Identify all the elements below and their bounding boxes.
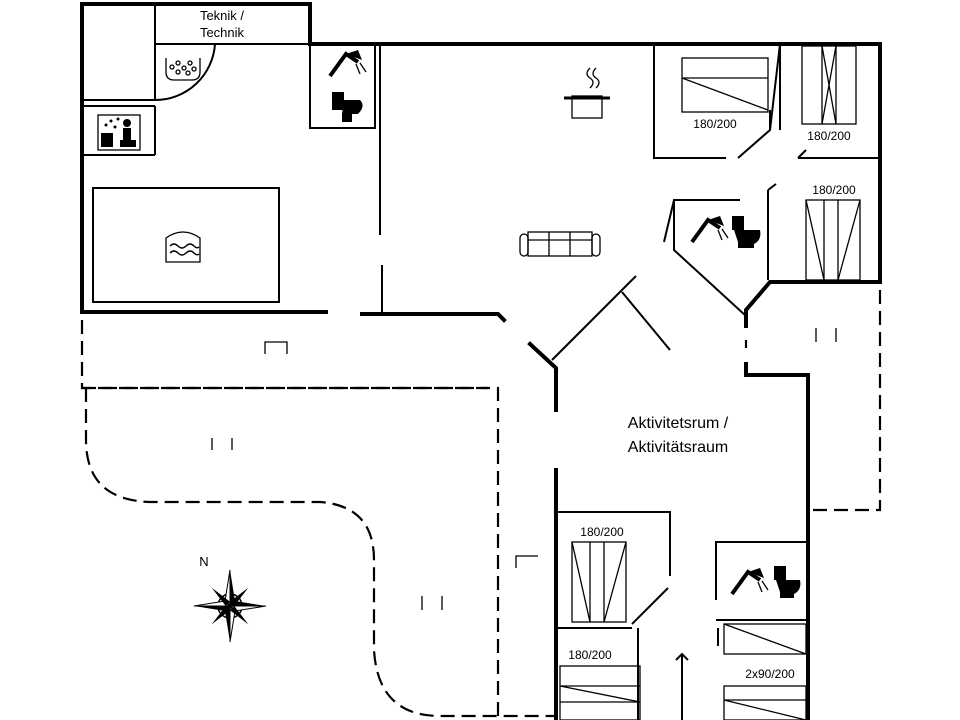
compass-north-label: N xyxy=(199,554,208,569)
jacuzzi-icon xyxy=(165,58,201,81)
bedroom-top-right: 180/200 xyxy=(779,44,880,159)
shower-icon xyxy=(328,50,367,78)
bedroom-lower-left: 180/200 xyxy=(555,628,689,720)
bed-size-label: 180/200 xyxy=(812,183,856,197)
toilet-icon xyxy=(332,92,363,122)
shower-icon xyxy=(690,216,729,244)
bathroom-top xyxy=(309,44,383,312)
sauna-icon xyxy=(97,114,141,151)
bed-size-label: 180/200 xyxy=(693,117,737,131)
bed-size-label: 180/200 xyxy=(580,525,624,539)
bed-size-label: 180/200 xyxy=(568,648,612,662)
toilet-icon xyxy=(732,216,761,248)
kitchen-pot-icon xyxy=(564,67,610,119)
compass-icon xyxy=(193,569,267,643)
room-label-technik: Technik xyxy=(200,25,245,40)
room-label-teknik: Teknik / xyxy=(200,8,244,23)
bathroom-right xyxy=(663,183,777,317)
bed-size-label: 180/200 xyxy=(807,129,851,143)
hall-doors xyxy=(551,275,671,361)
shower-icon xyxy=(730,568,769,596)
exterior-walls xyxy=(80,2,882,720)
toilet-icon xyxy=(774,566,801,598)
bedroom-right: 180/200 xyxy=(805,183,861,281)
pool-icon xyxy=(165,231,201,263)
terraces xyxy=(80,290,882,720)
pool xyxy=(92,187,280,303)
room-label-aktivitetsrum: Aktivitetsrum / xyxy=(628,415,729,432)
sofa-icon xyxy=(519,231,601,257)
room-label-aktivitatsraum: Aktivitätsraum xyxy=(628,439,728,456)
bedroom-top-middle: 180/200 xyxy=(653,43,781,159)
bedroom-lower-middle: 180/200 xyxy=(556,511,671,629)
technik-area: Teknik / Technik xyxy=(82,4,310,156)
bathroom-lower-right xyxy=(715,541,806,621)
bedroom-lower-right: 2x90/200 xyxy=(717,623,807,720)
door-marks xyxy=(211,328,837,610)
bed-size-label: 2x90/200 xyxy=(745,667,795,681)
